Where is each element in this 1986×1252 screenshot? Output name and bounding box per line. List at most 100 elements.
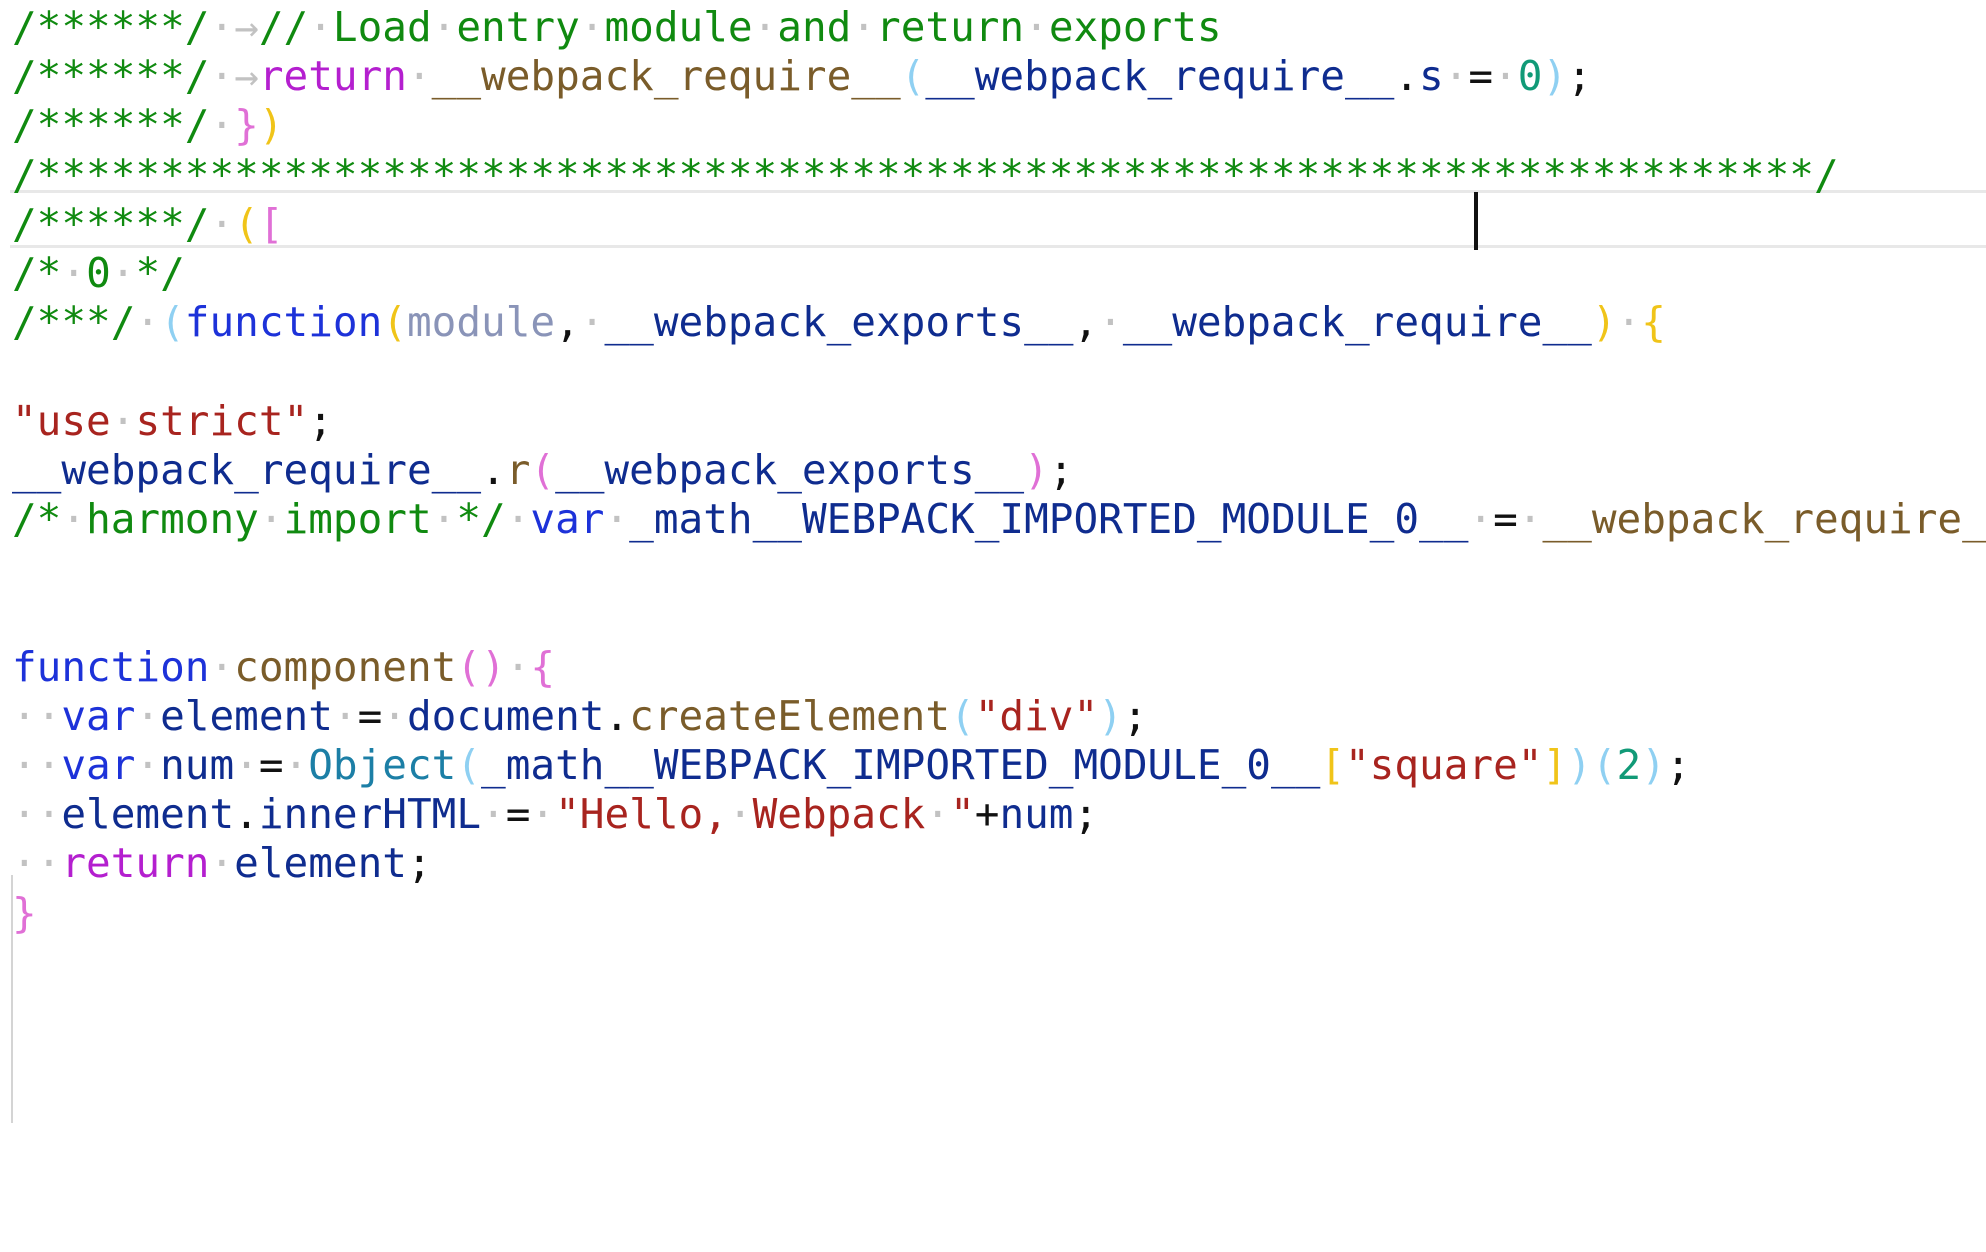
code-token: return: [258, 52, 407, 101]
code-token: __webpack_require__: [1542, 495, 1986, 543]
whitespace-marker: ·: [530, 790, 556, 839]
code-token: /***/: [12, 298, 136, 347]
code-token: /******/: [12, 52, 210, 101]
whitespace-marker: ·: [752, 3, 778, 51]
code-token: ": [950, 790, 975, 839]
code-token: element: [61, 790, 235, 839]
whitespace-marker: →: [234, 3, 259, 51]
code-token: r: [505, 445, 531, 494]
code-token: ): [258, 101, 284, 150]
code-token: __webpack_require__: [12, 445, 481, 494]
code-token: /******/: [12, 199, 210, 248]
code-token: "Hello,: [555, 790, 728, 839]
code-line[interactable]: /***/·(function(module,·__webpack_export…: [12, 291, 1666, 353]
code-token: =: [1468, 52, 1494, 101]
code-line[interactable]: /******/·}): [12, 94, 284, 156]
code-token: (: [950, 691, 975, 740]
whitespace-marker: ·: [505, 642, 531, 691]
whitespace-marker: ·: [851, 3, 877, 51]
code-token: __webpack_require__: [431, 52, 901, 101]
whitespace-marker: ·: [1443, 52, 1469, 101]
code-token: /***************************************…: [12, 150, 1839, 199]
code-token: (: [456, 741, 482, 789]
code-token: return: [61, 839, 210, 888]
code-token: num: [999, 790, 1074, 839]
code-token: ): [1591, 298, 1617, 347]
code-token: innerHTML: [258, 790, 482, 839]
code-token: (: [530, 445, 556, 494]
code-token: import: [283, 495, 432, 543]
code-token: __webpack_require__: [925, 52, 1395, 101]
code-token: {: [1641, 298, 1666, 347]
code-token: /******/: [12, 3, 210, 51]
code-token: (: [1591, 741, 1617, 789]
code-line[interactable]: ··element.innerHTML·=·"Hello,·Webpack·"+…: [12, 783, 1098, 845]
whitespace-marker: ·: [258, 495, 284, 543]
code-line[interactable]: ··return·element;: [12, 832, 432, 894]
whitespace-marker: ·: [61, 249, 87, 297]
whitespace-marker: ··: [12, 741, 62, 789]
code-token: [: [1320, 741, 1345, 789]
code-line[interactable]: ··var·num·=·Object(_math__WEBPACK_IMPORT…: [12, 734, 1691, 796]
whitespace-marker: ··: [12, 691, 62, 740]
code-line[interactable]: /******/·→return·__webpack_require__(__w…: [12, 45, 1592, 107]
code-token: =: [357, 691, 383, 740]
code-line[interactable]: /*·harmony·import·*/·var·_math__WEBPACK_…: [12, 488, 1986, 550]
code-token: =: [505, 790, 531, 839]
code-token: (: [234, 199, 259, 248]
code-token: Webpack: [752, 790, 926, 839]
code-token: /*: [12, 249, 62, 297]
whitespace-marker: ·: [234, 741, 259, 789]
whitespace-marker: ·: [135, 691, 161, 740]
code-token: {: [530, 642, 556, 691]
code-token: .: [1394, 52, 1420, 101]
whitespace-marker: ·: [209, 3, 235, 51]
whitespace-marker: ·: [1517, 495, 1543, 543]
code-token: harmony: [86, 495, 259, 543]
code-token: ,: [555, 298, 580, 347]
code-token: ): [1567, 741, 1592, 789]
code-token: Object: [308, 741, 457, 789]
whitespace-marker: ·: [110, 396, 136, 445]
whitespace-marker: ·: [431, 495, 457, 543]
code-line[interactable]: /***************************************…: [12, 144, 1839, 206]
whitespace-marker: ·: [209, 839, 235, 888]
code-token: ): [1098, 691, 1123, 740]
whitespace-marker: →: [234, 52, 259, 101]
code-line[interactable]: "use·strict";: [12, 390, 333, 452]
code-line[interactable]: __webpack_require__.r(__webpack_exports_…: [12, 439, 1073, 501]
whitespace-marker: ·: [135, 298, 161, 347]
code-line[interactable]: function·component()·{: [12, 636, 555, 698]
code-line[interactable]: /******/·→//·Load·entry·module·and·retur…: [12, 0, 1222, 58]
code-line[interactable]: ··var·element·=·document.createElement("…: [12, 685, 1148, 747]
whitespace-marker: ·: [209, 199, 235, 248]
code-token: ): [1024, 445, 1049, 494]
code-line[interactable]: /*·0·*/: [12, 242, 185, 304]
code-token: ]: [1542, 741, 1568, 789]
code-token: "square": [1345, 741, 1543, 789]
code-token: ;: [308, 396, 333, 445]
code-token: ,: [1073, 298, 1099, 347]
code-token: __webpack_require__: [1122, 298, 1592, 347]
code-token: //: [258, 3, 309, 51]
code-token: (: [160, 298, 185, 347]
code-token: .: [604, 691, 630, 740]
code-token: ;: [406, 839, 432, 888]
code-line[interactable]: /******/·([: [12, 193, 284, 255]
code-token: strict": [135, 396, 309, 445]
code-token: (): [456, 642, 506, 691]
code-token: ;: [1048, 445, 1074, 494]
code-token: var: [530, 495, 605, 543]
code-token: (: [900, 52, 926, 101]
code-token: module: [604, 3, 753, 51]
code-token: /******/: [12, 101, 210, 150]
code-token: }: [234, 101, 259, 150]
code-token: ;: [1567, 52, 1592, 101]
code-token: exports: [1048, 3, 1222, 51]
code-token: document: [406, 691, 605, 740]
code-line[interactable]: }: [12, 882, 37, 944]
code-token: function: [184, 298, 383, 347]
whitespace-marker: ·: [1468, 495, 1494, 543]
whitespace-marker: ·: [505, 495, 531, 543]
